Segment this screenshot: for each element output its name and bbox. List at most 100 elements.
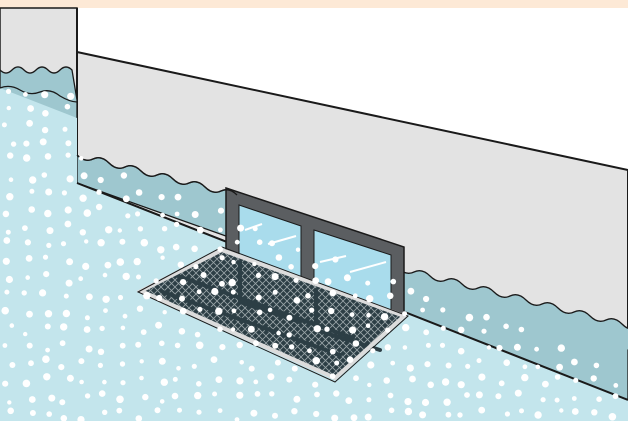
snow-dot <box>79 229 87 236</box>
snow-dot <box>248 365 255 372</box>
snow-dot <box>45 347 50 353</box>
snow-dot <box>387 392 394 399</box>
snow-dot <box>117 294 124 301</box>
snow-dot <box>116 407 123 414</box>
snow-dot <box>250 409 258 417</box>
snow-dot <box>267 373 275 381</box>
snow-dot <box>119 342 126 349</box>
snow-dot <box>210 356 218 363</box>
snow-dot <box>136 305 144 312</box>
snow-dot <box>236 377 244 385</box>
snow-dot <box>96 189 102 195</box>
snow-dot <box>79 379 84 385</box>
snow-dot <box>441 378 450 386</box>
snow-dot <box>84 393 91 399</box>
snow-dot <box>24 239 31 246</box>
snow-dot <box>159 340 165 347</box>
snow-ground-edge-left <box>0 85 78 103</box>
snow-dot <box>191 363 197 369</box>
snow-dot <box>5 88 12 94</box>
snow-dot <box>540 397 546 403</box>
snow-dot <box>234 239 240 245</box>
snow-dot <box>160 378 168 386</box>
snow-dot <box>554 397 560 403</box>
snow-dot <box>29 188 35 194</box>
snow-line-wall <box>76 154 238 196</box>
snow-dot <box>191 245 198 253</box>
snow-dot <box>465 313 474 322</box>
snow-dot <box>465 363 471 369</box>
snow-dot <box>22 225 28 232</box>
snow-dot <box>219 255 225 261</box>
snow-dot <box>5 229 11 235</box>
snow-dot <box>329 348 336 355</box>
snow-dot <box>25 255 33 262</box>
snow-dot <box>2 380 9 387</box>
snow-dot <box>177 261 184 268</box>
snow-dot <box>312 263 319 270</box>
snow-dot <box>78 276 84 282</box>
snow-dot <box>84 239 89 244</box>
snow-dot <box>59 399 66 406</box>
snow-dot <box>191 211 199 218</box>
snow-dot <box>254 391 261 397</box>
snow-dot <box>519 408 524 414</box>
snow-dot <box>82 262 90 270</box>
snow-dot <box>160 255 165 260</box>
snow-dot <box>171 392 179 400</box>
snow-dot <box>196 409 202 415</box>
snow-dot <box>197 306 203 312</box>
snow-dot <box>272 342 279 349</box>
snow-dot <box>457 412 463 418</box>
snow-dot <box>160 212 166 218</box>
snow-dot <box>158 357 166 365</box>
snow-dot <box>41 172 48 178</box>
snow-dot <box>591 409 598 416</box>
snow-dot <box>571 396 577 401</box>
snow-dot <box>267 307 273 313</box>
falling-snow <box>1 88 619 421</box>
snow-dot <box>478 373 486 381</box>
snow-dot <box>366 397 372 403</box>
snow-dot <box>366 312 371 318</box>
snow-dot <box>78 156 84 161</box>
snow-dot <box>156 294 163 302</box>
snow-dot <box>102 295 110 303</box>
snow-dot <box>102 272 108 278</box>
snow-dot <box>534 346 539 352</box>
snow-dot <box>197 226 204 234</box>
snow-dot <box>217 408 223 413</box>
snow-dot <box>367 361 375 369</box>
snow-dot <box>514 389 522 397</box>
snow-dot <box>28 206 35 213</box>
snow-dot <box>608 413 617 421</box>
snow-dot <box>139 375 144 381</box>
snow-dot <box>60 323 68 331</box>
snow-dot <box>9 323 15 328</box>
snow-dot <box>345 397 353 404</box>
snow-dot <box>289 344 295 350</box>
snow-dot <box>239 360 244 365</box>
snow-dot <box>27 105 34 112</box>
snow-dot <box>349 312 355 317</box>
snow-dot <box>139 359 144 364</box>
snow-dot <box>97 176 104 184</box>
snow-dot <box>333 390 340 397</box>
snow-dot <box>367 382 372 388</box>
snow-dot <box>48 394 56 402</box>
snow-dot <box>25 275 31 280</box>
snow-dot <box>423 329 430 336</box>
snow-dot <box>503 359 511 367</box>
snow-dot <box>97 239 105 247</box>
snow-dot <box>390 360 396 366</box>
snow-dot <box>1 122 7 128</box>
snow-dot <box>305 293 311 299</box>
snow-dot <box>58 364 65 371</box>
snow-dot <box>276 330 281 336</box>
snow-dot <box>29 410 36 416</box>
snow-dot <box>140 329 147 335</box>
snow-dot <box>234 417 240 421</box>
snow-dot <box>104 261 112 269</box>
snow-dot <box>312 381 319 388</box>
snow-dot <box>84 315 90 321</box>
